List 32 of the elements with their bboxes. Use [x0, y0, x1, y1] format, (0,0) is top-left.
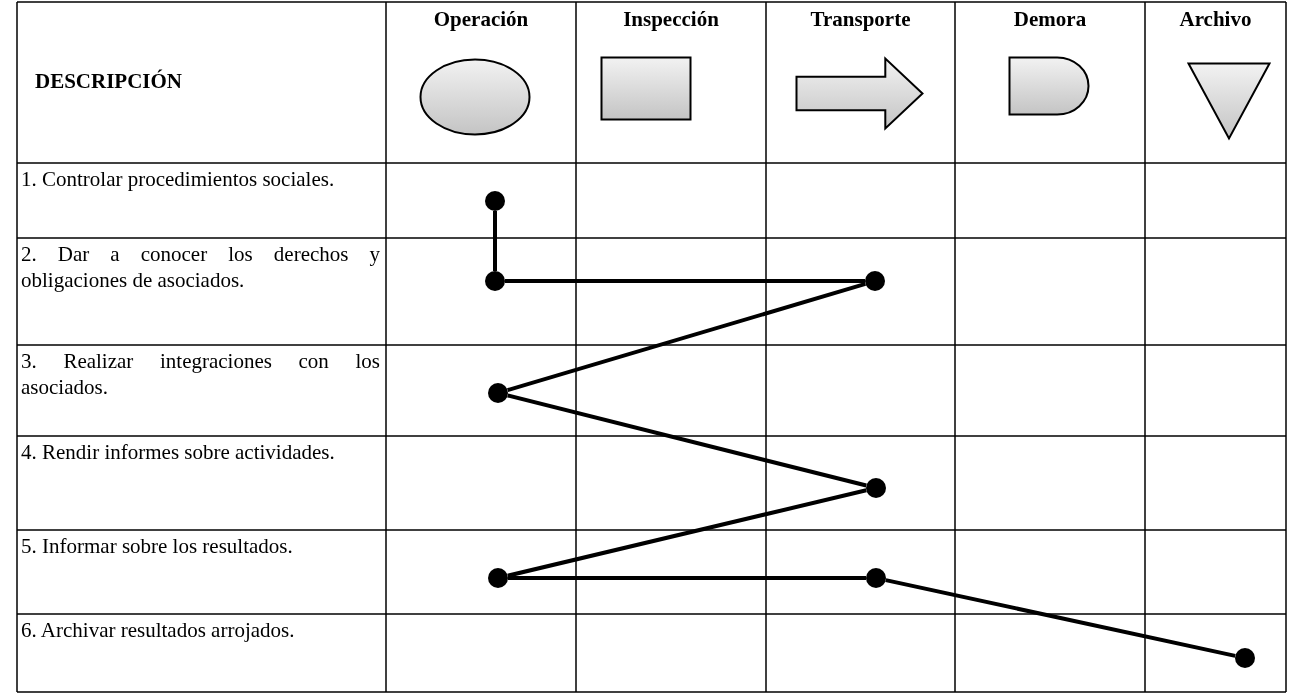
column-header: Transporte — [809, 6, 912, 33]
transport-arrow — [795, 57, 924, 130]
activity-description: 1. Controlar procedimientos sociales. — [21, 166, 336, 193]
flow-line — [507, 393, 867, 488]
column-header: Operación — [432, 6, 530, 33]
flow-dot — [865, 271, 885, 291]
flow-dot — [866, 478, 886, 498]
flow-line — [508, 576, 866, 580]
operation-ellipse — [419, 58, 531, 136]
delay-shape — [1008, 56, 1090, 116]
activity-description: 2. Dar a conocer los derechos y obligaciones de asociados. — [21, 241, 380, 294]
flow-line — [493, 211, 497, 271]
flow-dot — [485, 271, 505, 291]
flow-dot — [485, 191, 505, 211]
flow-line — [507, 488, 867, 578]
activity-description: 6. Archivar resultados arrojados. — [21, 617, 296, 644]
activity-description: 5. Informar sobre los resultados. — [21, 533, 294, 560]
column-header: Archivo — [1178, 6, 1253, 33]
activity-description: 3. Realizar integraciones con los asociados. — [21, 348, 380, 401]
column-header: DESCRIPCIÓN — [35, 68, 183, 95]
flow-line — [507, 281, 866, 393]
inspection-rectangle — [600, 56, 692, 121]
column-header: Demora — [1012, 6, 1088, 33]
flow-dot — [1235, 648, 1255, 668]
storage-triangle — [1187, 62, 1271, 140]
flow-line — [505, 279, 865, 283]
column-header: Inspección — [622, 6, 720, 33]
flow-dot — [866, 568, 886, 588]
activity-description: 4. Rendir informes sobre actividades. — [21, 439, 336, 466]
flow-dot — [488, 383, 508, 403]
flow-dot — [488, 568, 508, 588]
flow-line — [885, 578, 1236, 658]
